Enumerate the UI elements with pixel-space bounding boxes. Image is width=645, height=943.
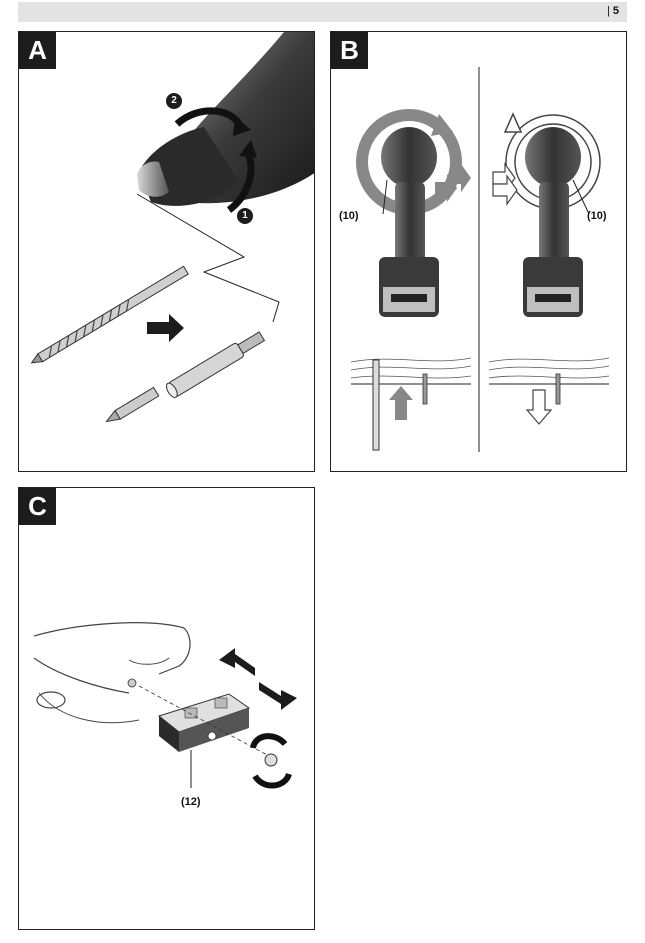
panel-badge-a: A xyxy=(19,32,56,69)
callout-label-left: (10) xyxy=(339,210,359,222)
step-marker-1: 1 xyxy=(237,208,253,224)
panel-badge-b: B xyxy=(331,32,368,69)
figure-panel-a: A 2 1 xyxy=(18,31,315,472)
panel-badge-c: C xyxy=(19,488,56,525)
page-number: |5 xyxy=(607,5,619,17)
drill-chuck-illustration xyxy=(30,32,314,423)
callout-label-12: (12) xyxy=(181,796,201,808)
belt-clip-illustration xyxy=(33,622,297,789)
rotation-direction-illustration xyxy=(350,67,610,452)
page-header-bar: |5 xyxy=(18,2,627,22)
figure-panel-c: C (12) xyxy=(18,487,315,930)
page-number-value: 5 xyxy=(612,5,619,17)
figure-panel-b: B (10) (10) xyxy=(330,31,627,472)
page-number-separator: | xyxy=(607,5,610,17)
callout-label-right: (10) xyxy=(587,210,607,222)
step-marker-2: 2 xyxy=(166,93,182,109)
